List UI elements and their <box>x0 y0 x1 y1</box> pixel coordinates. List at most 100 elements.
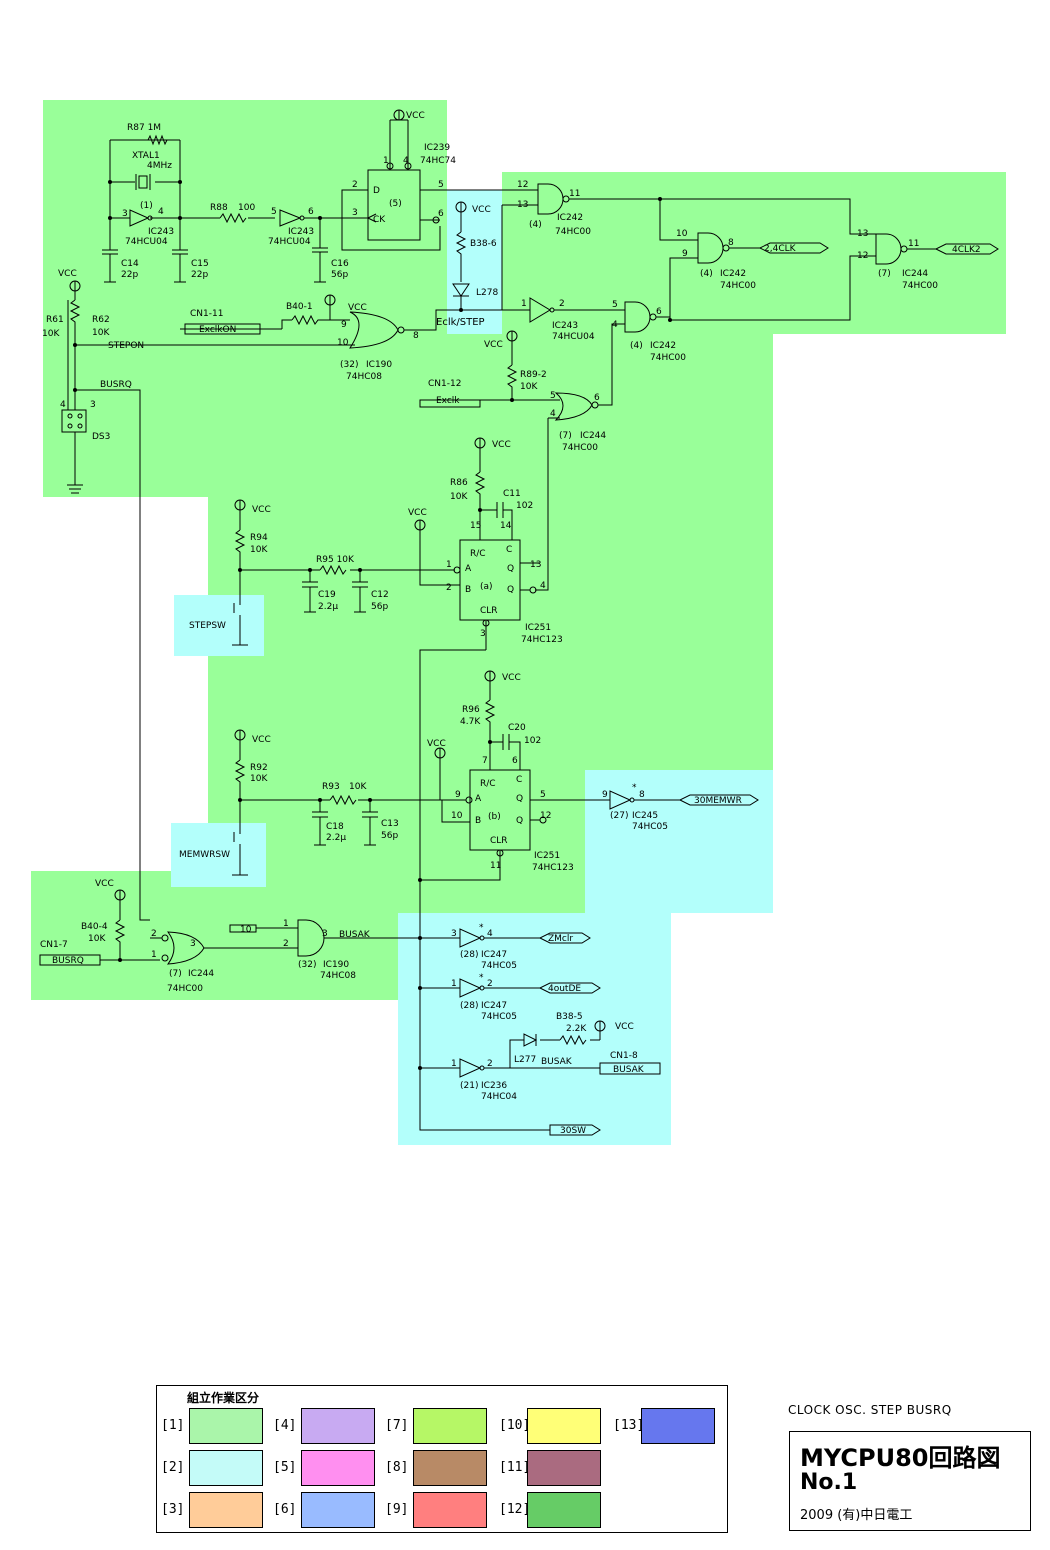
vcc-r61-label: VCC <box>58 269 77 279</box>
c19-label: C19 <box>318 590 336 600</box>
ic251b-label: IC251 <box>534 851 560 861</box>
ub-label: (b) <box>488 812 501 822</box>
legend-item-label: [10] <box>499 1418 531 1433</box>
svg-text:5: 5 <box>612 300 618 310</box>
freq-label: 4MHz <box>147 161 172 171</box>
vcc-ic251b-label: VCC <box>427 739 446 749</box>
legend-item-label: [11] <box>499 1460 531 1475</box>
r62v-label: 10K <box>92 328 110 338</box>
ic236-label: IC236 <box>481 1081 507 1091</box>
legend-item-label: [5] <box>273 1460 297 1475</box>
legend-color-swatch <box>413 1450 487 1486</box>
drawing-caption: CLOCK OSC. STEP BUSRQ <box>788 1403 952 1417</box>
outde-label: 4outDE <box>548 984 581 994</box>
r892v-label: 10K <box>520 382 538 392</box>
led-l278: VCC B38-6 L278 Eclk/STEP <box>436 201 498 328</box>
pin-a-a: A <box>465 564 472 574</box>
svg-text:3: 3 <box>451 929 457 939</box>
stepon-label: STEPON <box>108 341 144 351</box>
c20-label: C20 <box>508 723 526 733</box>
ua-label: (a) <box>480 582 493 592</box>
r92-label: R92 <box>250 763 268 773</box>
cn18-label: CN1-8 <box>610 1051 638 1061</box>
c15v-label: 22p <box>191 270 208 280</box>
svg-text:2: 2 <box>487 979 493 989</box>
schematic: R87 1M XTAL1 4MHz (1) IC243 74HCU04 R88 … <box>31 100 1006 1145</box>
legend-color-swatch <box>189 1492 263 1528</box>
vcc-b401-label: VCC <box>348 303 367 313</box>
ic242a-label: IC242 <box>557 213 583 223</box>
r88v-label: 100 <box>238 203 255 213</box>
svg-text:10: 10 <box>451 811 463 821</box>
svg-text:4: 4 <box>158 207 164 217</box>
cn111-label: CN1-11 <box>190 309 223 319</box>
clk24-label: 2,4CLK <box>764 244 797 254</box>
busak-out-label: BUSAK <box>613 1065 645 1075</box>
svg-text:10: 10 <box>676 229 688 239</box>
legend-item-label: [7] <box>385 1418 409 1433</box>
r96-label: R96 <box>462 705 480 715</box>
svg-text:1: 1 <box>521 299 527 309</box>
svg-text:11: 11 <box>569 189 580 199</box>
hcu04a-label: 74HCU04 <box>125 237 168 247</box>
svg-text:5: 5 <box>540 790 546 800</box>
r62-label: R62 <box>92 315 110 325</box>
c19v-label: 2.2μ <box>318 602 338 612</box>
r892-label: R89-2 <box>520 370 547 380</box>
svg-text:5: 5 <box>271 207 277 217</box>
ic244a-label: IC244 <box>902 269 928 279</box>
cn17-label: CN1-7 <box>40 940 68 950</box>
ic242c-label: IC242 <box>650 341 676 351</box>
svg-text:9: 9 <box>682 249 688 259</box>
u27-label: (27) <box>610 811 628 821</box>
legend-item-label: [12] <box>499 1502 531 1517</box>
svg-text:4: 4 <box>487 929 493 939</box>
r94-label: R94 <box>250 533 268 543</box>
hc05c-label: 74HC05 <box>481 1012 517 1022</box>
stepsw-label: STEPSW <box>189 621 226 631</box>
ic243c-label: IC243 <box>552 321 578 331</box>
svg-text:13: 13 <box>857 229 868 239</box>
svg-text:5: 5 <box>550 391 556 401</box>
t10-label: 10 <box>240 925 252 935</box>
svg-text:1: 1 <box>383 156 389 166</box>
area-section-2-bus <box>398 770 773 1145</box>
svg-text:9: 9 <box>455 790 461 800</box>
vcc-ff-label: VCC <box>406 111 425 121</box>
svg-text:6: 6 <box>656 307 662 317</box>
area-section-1 <box>31 100 1006 1000</box>
svg-text:6: 6 <box>594 393 600 403</box>
memwr-label: 30MEMWR <box>694 796 742 806</box>
svg-text:2: 2 <box>151 929 157 939</box>
busak-led-label: BUSAK <box>541 1057 573 1067</box>
svg-text:12: 12 <box>857 251 868 261</box>
pin-clr-a: CLR <box>480 606 498 616</box>
b404v-label: 10K <box>88 934 106 944</box>
cn112-label: CN1-12 <box>428 379 461 389</box>
svg-text:1: 1 <box>451 1059 457 1069</box>
pin-d: D <box>373 186 380 196</box>
vcc-b404-label: VCC <box>95 879 114 889</box>
legend-item-label: [13] <box>613 1418 645 1433</box>
r61-label: R61 <box>46 315 64 325</box>
busrq-busak-logic: VCC B40-4 10K CN1-7 BUSRQ 21 3 (7) IC244… <box>39 879 661 1136</box>
svg-text:3: 3 <box>480 629 486 639</box>
star-245: * <box>632 783 637 793</box>
svg-text:4: 4 <box>550 409 556 419</box>
svg-text:8: 8 <box>413 331 419 341</box>
r93v-label: 10K <box>349 782 367 792</box>
c15-label: C15 <box>191 259 209 269</box>
legend-color-swatch <box>413 1408 487 1444</box>
title-block: MYCPU80回路図 No.1 2009 (有)中日電工 <box>789 1431 1031 1531</box>
svg-text:4: 4 <box>403 156 409 166</box>
c18v-label: 2.2μ <box>326 833 346 843</box>
hc123b-label: 74HC123 <box>532 863 574 873</box>
hc123a-label: 74HC123 <box>521 635 563 645</box>
pin-q-b: Q <box>516 794 523 804</box>
legend-color-swatch <box>301 1450 375 1486</box>
svg-text:3: 3 <box>352 208 358 218</box>
svg-text:12: 12 <box>540 811 551 821</box>
svg-text:1: 1 <box>283 919 289 929</box>
